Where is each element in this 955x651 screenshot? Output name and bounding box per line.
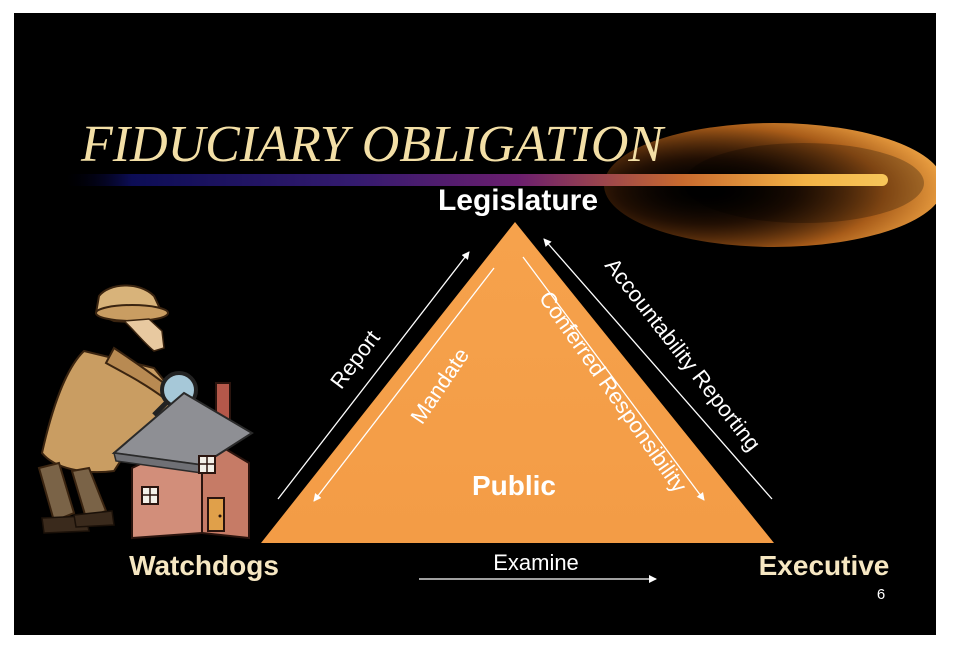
report-arrow bbox=[277, 251, 470, 500]
conferred-responsibility-arrow bbox=[522, 256, 705, 501]
label-examine: Examine bbox=[493, 550, 579, 575]
node-executive: Executive bbox=[759, 550, 890, 581]
detective-with-magnifier-clipart bbox=[37, 284, 198, 534]
decorative-swoosh bbox=[66, 123, 936, 247]
node-legislature: Legislature bbox=[438, 184, 598, 217]
node-public: Public bbox=[472, 470, 556, 501]
node-watchdogs: Watchdogs bbox=[129, 550, 279, 581]
slide-title: FIDUCIARY OBLIGATION bbox=[80, 116, 666, 173]
page-number: 6 bbox=[877, 586, 885, 603]
label-report: Report bbox=[325, 326, 385, 394]
house-clipart bbox=[111, 382, 254, 540]
slide: FIDUCIARY OBLIGATION Legislature Report … bbox=[14, 13, 936, 635]
slide-graphics: FIDUCIARY OBLIGATION Legislature Report … bbox=[37, 116, 936, 603]
mandate-arrow bbox=[313, 267, 495, 502]
accountability-reporting-arrow bbox=[543, 238, 773, 500]
public-triangle bbox=[261, 222, 774, 543]
